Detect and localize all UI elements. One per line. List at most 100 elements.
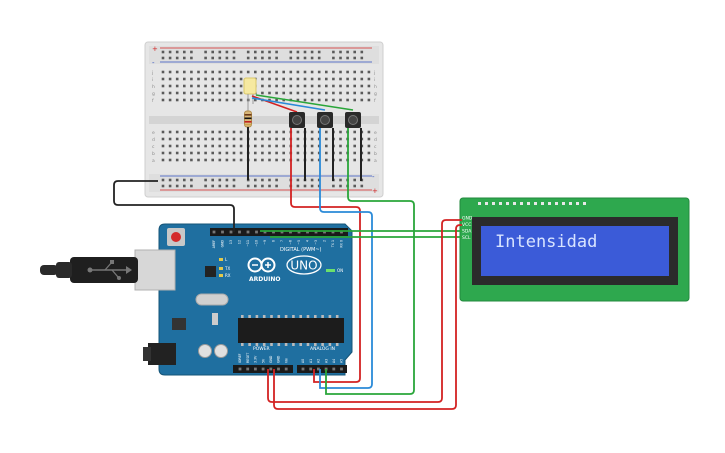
lcd-header-pin	[534, 202, 537, 205]
breadboard-hole	[339, 98, 342, 102]
breadboard-hole	[296, 130, 300, 134]
rail-hole	[339, 56, 342, 60]
breadboard-hole	[367, 130, 371, 134]
chip-pin	[335, 315, 339, 318]
lcd-header-pin	[583, 202, 586, 205]
breadboard-hole	[303, 84, 307, 88]
analog-pin-hole[interactable]	[332, 367, 336, 371]
breadboard-hole	[296, 98, 300, 102]
reset-button[interactable]	[171, 232, 181, 242]
breadboard-hole	[261, 130, 264, 134]
small-capacitor	[212, 313, 218, 325]
analog-pin-hole[interactable]	[309, 367, 313, 371]
dc-barrel-jack[interactable]	[148, 343, 176, 365]
digital-pin-hole[interactable]	[340, 230, 343, 234]
rail-hole	[211, 178, 214, 182]
push-button-2[interactable]	[317, 112, 334, 181]
breadboard-hole	[190, 70, 193, 74]
digital-pin-hole[interactable]	[212, 230, 216, 234]
digital-pin-hole[interactable]	[221, 230, 224, 234]
digital-pin-hole[interactable]	[280, 230, 284, 234]
rail-plus-label: +	[152, 45, 158, 53]
chip-pin	[270, 315, 273, 318]
chip-pin	[241, 343, 244, 346]
digital-pin-label: ~10	[255, 240, 259, 247]
digital-pin-hole[interactable]	[331, 230, 335, 234]
rail-hole	[296, 178, 300, 182]
breadboard-hole	[232, 137, 236, 141]
rail-hole	[204, 178, 207, 182]
breadboard-hole	[325, 130, 328, 134]
breadboard-hole	[289, 91, 293, 95]
breadboard-hole	[211, 70, 214, 74]
digital-pin-hole[interactable]	[297, 230, 301, 234]
power-pin-hole[interactable]	[269, 367, 273, 371]
power-pin-hole[interactable]	[277, 367, 280, 371]
breadboard-hole	[239, 70, 243, 74]
breadboard-hole	[325, 137, 328, 141]
rail-hole	[168, 50, 172, 54]
digital-pin-hole[interactable]	[289, 230, 292, 234]
led[interactable]	[243, 77, 257, 104]
breadboard-hole	[353, 130, 356, 134]
breadboard-hole	[218, 151, 222, 155]
analog-pin-hole[interactable]	[317, 367, 320, 371]
breadboard-hole	[268, 91, 271, 95]
breadboard-hole	[261, 70, 264, 74]
analog-pin-hole[interactable]	[340, 367, 343, 371]
push-button-1[interactable]	[289, 112, 306, 181]
breadboard-hole	[183, 137, 186, 141]
breadboard-hole	[183, 91, 186, 95]
analog-pin-hole[interactable]	[301, 367, 305, 371]
digital-pin-hole[interactable]	[272, 230, 275, 234]
breadboard-hole	[261, 151, 264, 155]
digital-pin-hole[interactable]	[246, 230, 250, 234]
breadboard-hole	[310, 130, 314, 134]
chip-pin	[314, 343, 317, 346]
digital-pin-hole[interactable]	[314, 230, 318, 234]
analog-header	[297, 365, 347, 373]
digital-pin-hole[interactable]	[238, 230, 241, 234]
usb-port[interactable]	[134, 249, 176, 291]
breadboard-hole	[367, 98, 371, 102]
power-pin-hole[interactable]	[238, 367, 242, 371]
lcd-header-pin	[506, 202, 509, 205]
breadboard-hole	[360, 70, 364, 74]
breadboard-hole	[211, 137, 214, 141]
breadboard-hole	[339, 158, 342, 162]
digital-pin-hole[interactable]	[323, 230, 326, 234]
digital-pin-hole[interactable]	[229, 230, 233, 234]
power-pin-label: GND	[277, 355, 281, 363]
jumper-blue	[251, 97, 326, 111]
lcd-module[interactable]: Intensidad GND VCC SDA SCL	[459, 197, 690, 302]
digital-header	[210, 228, 348, 236]
rail-hole	[254, 178, 257, 182]
breadboard-hole	[282, 137, 285, 141]
rail-hole	[353, 178, 356, 182]
lcd-header-pin	[513, 202, 516, 205]
digital-pin-hole[interactable]	[263, 230, 267, 234]
push-button-3[interactable]	[345, 112, 362, 181]
power-pin-hole[interactable]	[284, 367, 288, 371]
power-pin-hole[interactable]	[254, 367, 257, 371]
lcd-header-pin	[485, 202, 488, 205]
wire-button-2	[319, 128, 373, 389]
rail-hole	[211, 50, 214, 54]
lcd-header-pin	[527, 202, 530, 205]
power-pin-hole[interactable]	[261, 367, 265, 371]
power-pin-hole[interactable]	[246, 367, 250, 371]
digital-pin-hole[interactable]	[255, 230, 258, 234]
breadboard-hole	[190, 130, 193, 134]
rail-minus-label-bottom: -	[372, 173, 375, 181]
resistor[interactable]	[244, 104, 252, 180]
chip-pin	[270, 343, 273, 346]
row-label: g	[152, 92, 155, 97]
breadboard-hole	[232, 151, 236, 155]
rail-hole	[310, 56, 314, 60]
breadboard-hole	[204, 84, 207, 88]
breadboard-hole	[225, 130, 229, 134]
breadboard-hole	[296, 77, 300, 81]
digital-pin-hole[interactable]	[306, 230, 309, 234]
breadboard-hole	[175, 137, 179, 141]
